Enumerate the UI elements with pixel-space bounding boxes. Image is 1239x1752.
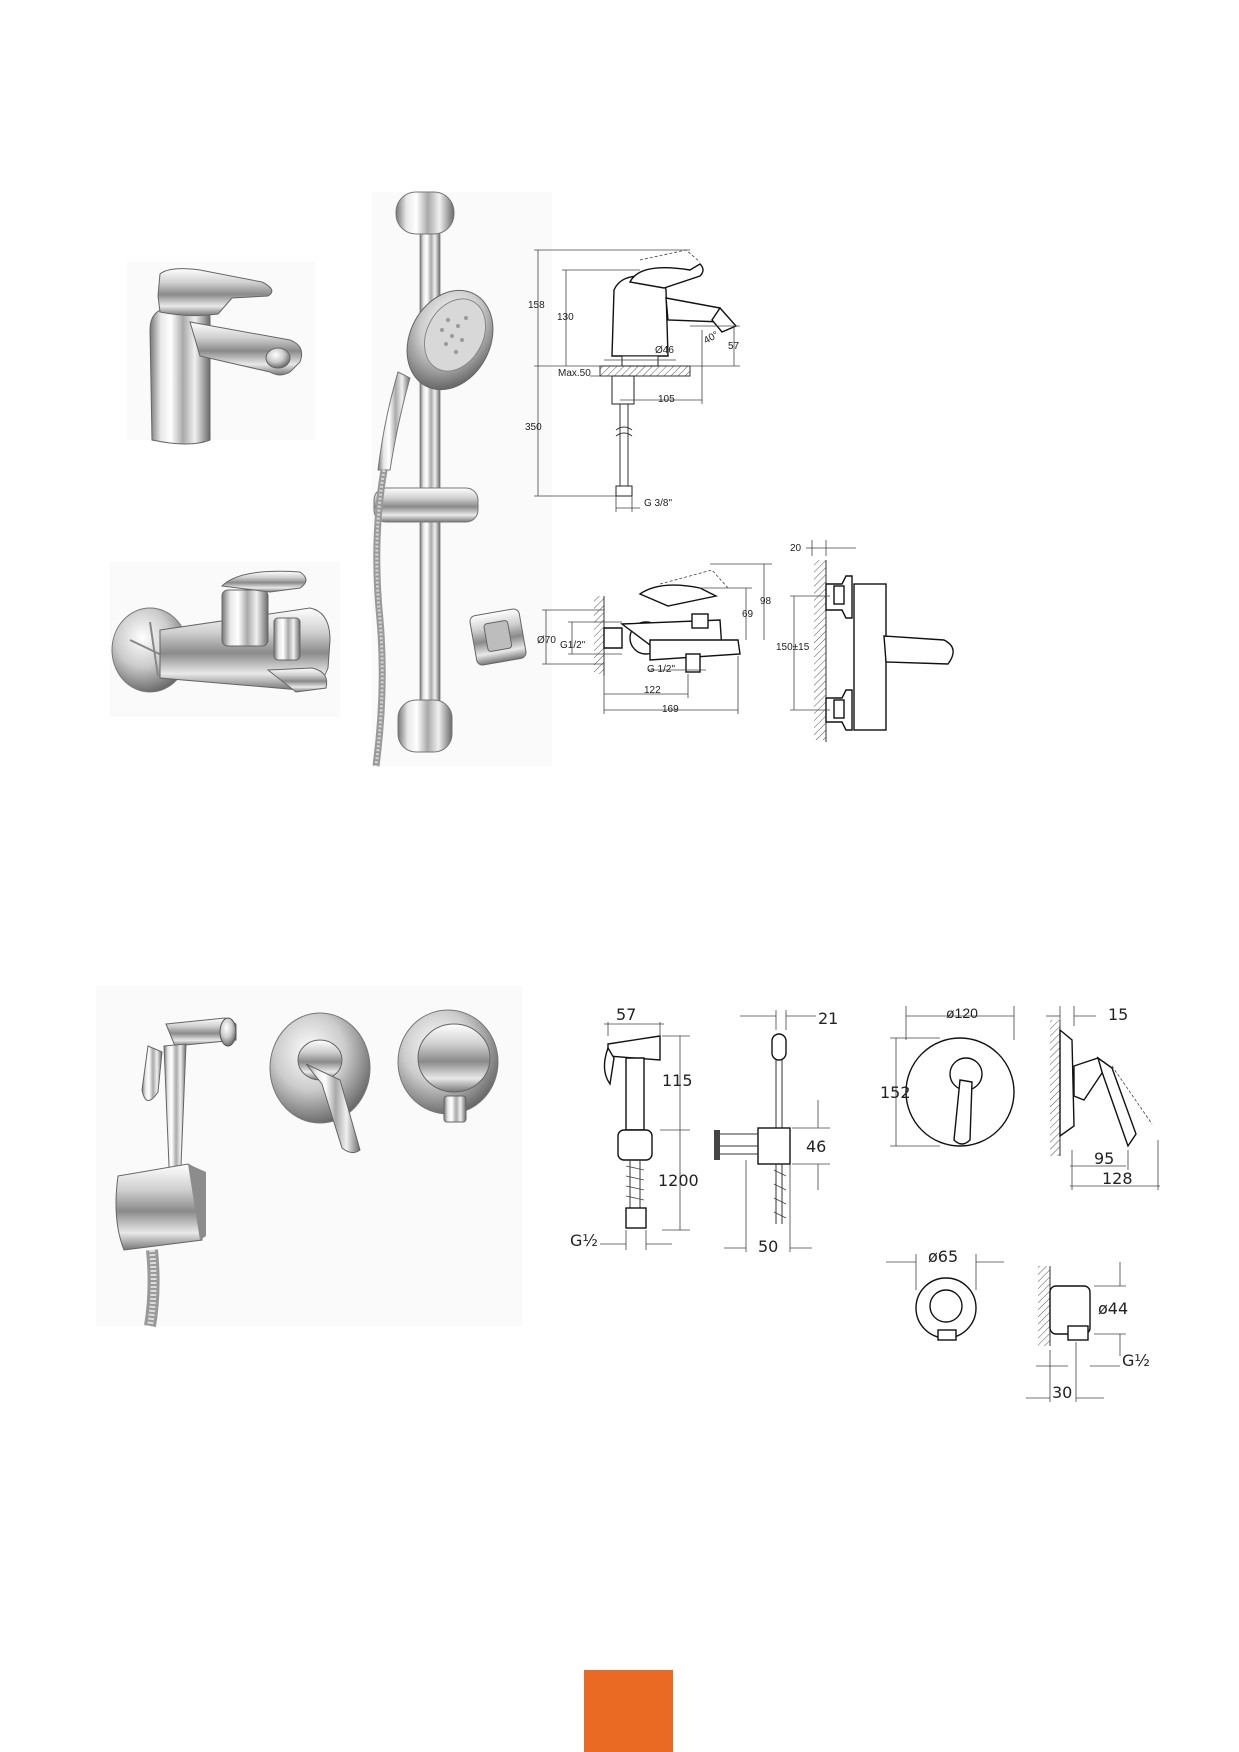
dim-depth-122: 122 <box>644 685 661 696</box>
dim-thread-spray: G½ <box>570 1231 598 1250</box>
dim-rosette-diameter: ø120 <box>946 1005 978 1021</box>
bath-mixer-photo <box>110 562 340 717</box>
dim-reach: 105 <box>658 394 675 405</box>
dim-head-width: 57 <box>616 1005 636 1024</box>
dim-outlet-thread: G 1/2" <box>647 664 675 675</box>
dim-holder-offset: 21 <box>818 1009 838 1028</box>
dim-hose-length-1200: 1200 <box>658 1171 699 1190</box>
dim-height-69: 69 <box>742 609 754 620</box>
bidet-spray-technical-drawing: 57 115 1200 G½ <box>570 1005 699 1250</box>
dim-base-diameter: Ø46 <box>655 345 674 356</box>
shower-holder-photo <box>469 608 527 666</box>
dim-spout-height: 130 <box>557 312 574 323</box>
dim-spout-drop: 57 <box>728 341 740 352</box>
dim-rosette-height: 152 <box>880 1083 911 1102</box>
dim-outlet-depth: 30 <box>1052 1383 1072 1402</box>
wall-outlet-front-drawing: ø65 <box>886 1247 1004 1341</box>
dim-total-depth: 128 <box>1102 1169 1133 1188</box>
basin-mixer-technical-drawing: 158 130 57 40° Ø46 Max.50 105 350 G 3/8" <box>525 249 740 512</box>
wall-outlet-side-drawing: ø44 G½ 30 <box>1026 1262 1150 1402</box>
dim-plate-depth: 15 <box>1108 1005 1128 1024</box>
dim-centres: 150±15 <box>776 642 810 653</box>
dim-head-height: 115 <box>662 1071 693 1090</box>
bath-mixer-front-drawing: 20 150±15 <box>776 540 954 742</box>
bath-mixer-technical-drawing: Ø70 G1/2" G 1/2" 98 69 122 169 <box>537 563 772 715</box>
dim-inlet-thread: G1/2" <box>560 640 586 651</box>
dim-max-deck: Max.50 <box>558 368 591 379</box>
dim-outlet-height: ø44 <box>1098 1299 1128 1318</box>
dim-flange-diameter: Ø70 <box>537 635 556 646</box>
dim-spout-angle: 40° <box>702 330 721 347</box>
dim-wall-offset: 20 <box>790 543 802 554</box>
dim-outlet-thread: G½ <box>1122 1351 1150 1370</box>
dim-depth-169: 169 <box>662 704 679 715</box>
dim-holder-height: 46 <box>806 1137 826 1156</box>
page-marker-tab <box>584 1670 673 1752</box>
dim-height-98: 98 <box>760 596 772 607</box>
dim-outlet-diameter: ø65 <box>928 1247 958 1266</box>
dim-hose-length: 350 <box>525 422 542 433</box>
basin-mixer-photo <box>127 262 315 445</box>
bidet-holder-technical-drawing: 21 46 50 <box>714 1009 838 1256</box>
dim-lever-depth: 95 <box>1094 1149 1114 1168</box>
shower-rail-photo <box>372 191 552 767</box>
dim-connection: G 3/8" <box>644 498 672 509</box>
dim-holder-depth: 50 <box>758 1237 778 1256</box>
bidet-set-photo <box>96 986 522 1327</box>
dim-total-height: 158 <box>528 300 545 311</box>
concealed-mixer-front-drawing: ø120 152 <box>880 1005 1015 1147</box>
concealed-mixer-side-drawing: 15 95 128 <box>1046 1005 1160 1190</box>
